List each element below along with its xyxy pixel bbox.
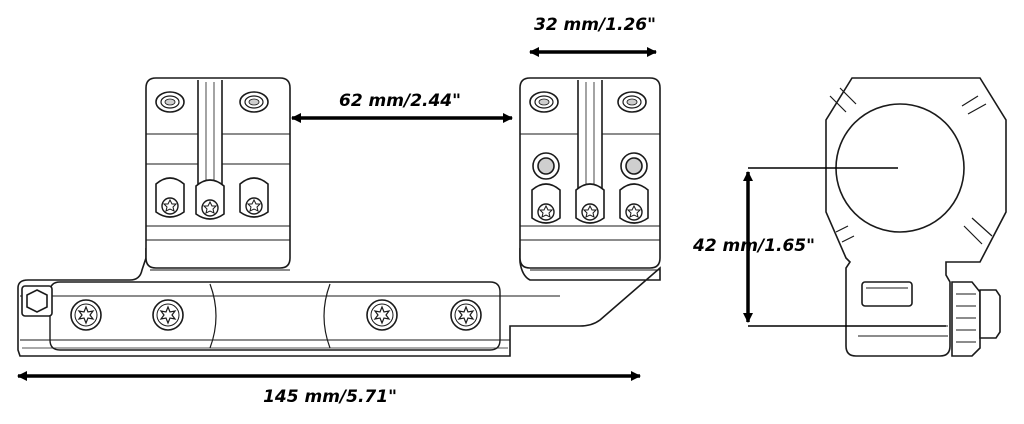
base-screw-2 (152, 299, 184, 331)
rear-ring (519, 77, 661, 269)
base-rail (17, 248, 661, 357)
mount-side-view (17, 77, 661, 357)
clamp-knob (951, 281, 1001, 357)
dimension-base-length: 145 mm/5.71" (17, 371, 641, 407)
dimension-center-height: 42 mm/1.65" (692, 167, 946, 327)
ring-spacing-label: 62 mm/2.44" (339, 91, 461, 111)
ring-width-label: 32 mm/1.26" (534, 15, 656, 35)
dimension-ring-spacing: 62 mm/2.44" (291, 91, 513, 123)
base-length-label: 145 mm/5.71" (263, 387, 397, 407)
front-ring (145, 77, 291, 269)
center-height-label: 42 mm/1.65" (692, 236, 815, 256)
dimension-ring-width: 32 mm/1.26" (529, 15, 657, 57)
base-screw-4 (450, 299, 482, 331)
base-screw-1 (70, 299, 102, 331)
base-screw-3 (366, 299, 398, 331)
mount-end-view (825, 77, 1007, 357)
